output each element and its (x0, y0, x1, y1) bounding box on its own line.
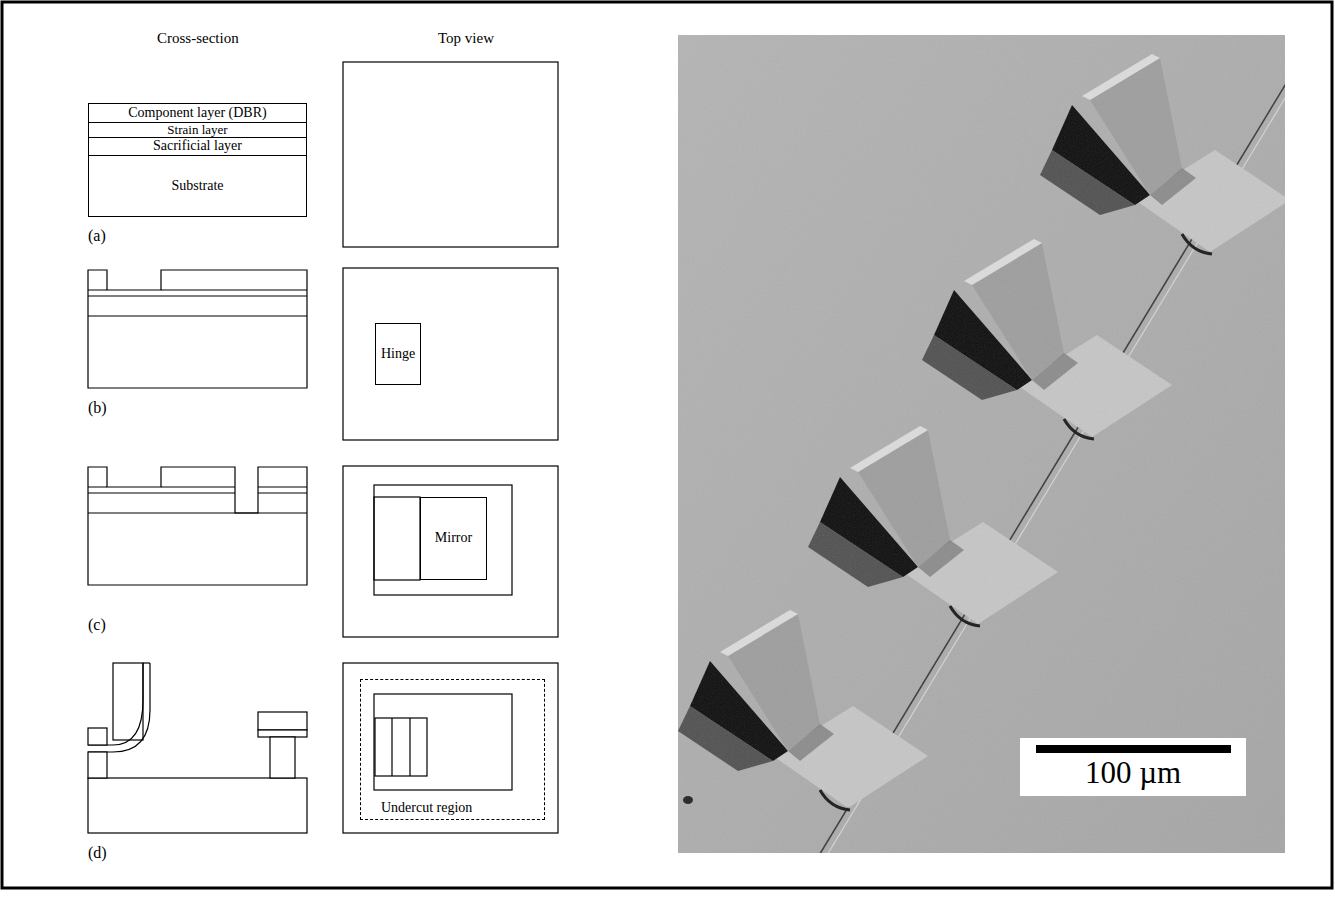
substrate-block (88, 778, 307, 833)
substrate-band: Substrate (88, 155, 307, 217)
hinge-outer-edge (88, 663, 150, 752)
layer-lines (88, 290, 307, 316)
node-label: Undercut region (381, 801, 472, 816)
top-view-frame (343, 466, 558, 637)
sem-background (678, 35, 1285, 853)
column-heading: Cross-section (157, 31, 239, 46)
node-label: Component layer (DBR) (128, 106, 266, 121)
top-view-frame (343, 268, 558, 440)
hinge-box: Hinge (375, 323, 421, 385)
node-label: Sacrificial layer (153, 139, 242, 154)
node-label: Hinge (381, 347, 415, 362)
hinge-inner-edge (88, 663, 143, 745)
panel-label: (d) (88, 845, 107, 861)
layer-lines (88, 487, 307, 513)
panel-label: (b) (88, 400, 107, 416)
component-block (258, 712, 307, 730)
sacrificial-post (88, 752, 107, 778)
hinge-lines (392, 718, 410, 776)
etched-outline (374, 694, 512, 790)
sacrificial-post (270, 737, 295, 778)
top-view-frame (343, 62, 558, 247)
layer-band: Component layer (DBR) (88, 103, 307, 123)
layer-band: Sacrificial layer (88, 137, 307, 156)
anchor-block (88, 728, 107, 745)
node-label: Strain layer (167, 123, 227, 137)
etched-outline (374, 485, 512, 595)
strain-block (258, 730, 307, 737)
node-label: Mirror (435, 531, 472, 546)
scale-bar-box: 100 µm (1020, 738, 1246, 796)
top-view-frame (343, 663, 558, 833)
cross-section-outline (88, 270, 307, 388)
scale-bar (1036, 745, 1231, 753)
panel-label: (a) (88, 228, 106, 244)
sem-grain (678, 35, 1285, 853)
hinge-outline (374, 497, 420, 580)
hinge-cap (143, 662, 150, 663)
raised-mirror-outline (375, 718, 427, 776)
column-heading: Top view (438, 31, 494, 46)
scale-label: 100 µm (1085, 757, 1181, 790)
figure-frame (2, 2, 1332, 888)
mirror-box: Mirror (420, 497, 487, 580)
undercut-region: Undercut region (360, 679, 545, 820)
layer-band: Strain layer (88, 122, 307, 138)
panel-label: (c) (88, 617, 106, 633)
node-label: Substrate (171, 179, 223, 194)
cross-section-outline (88, 467, 307, 585)
